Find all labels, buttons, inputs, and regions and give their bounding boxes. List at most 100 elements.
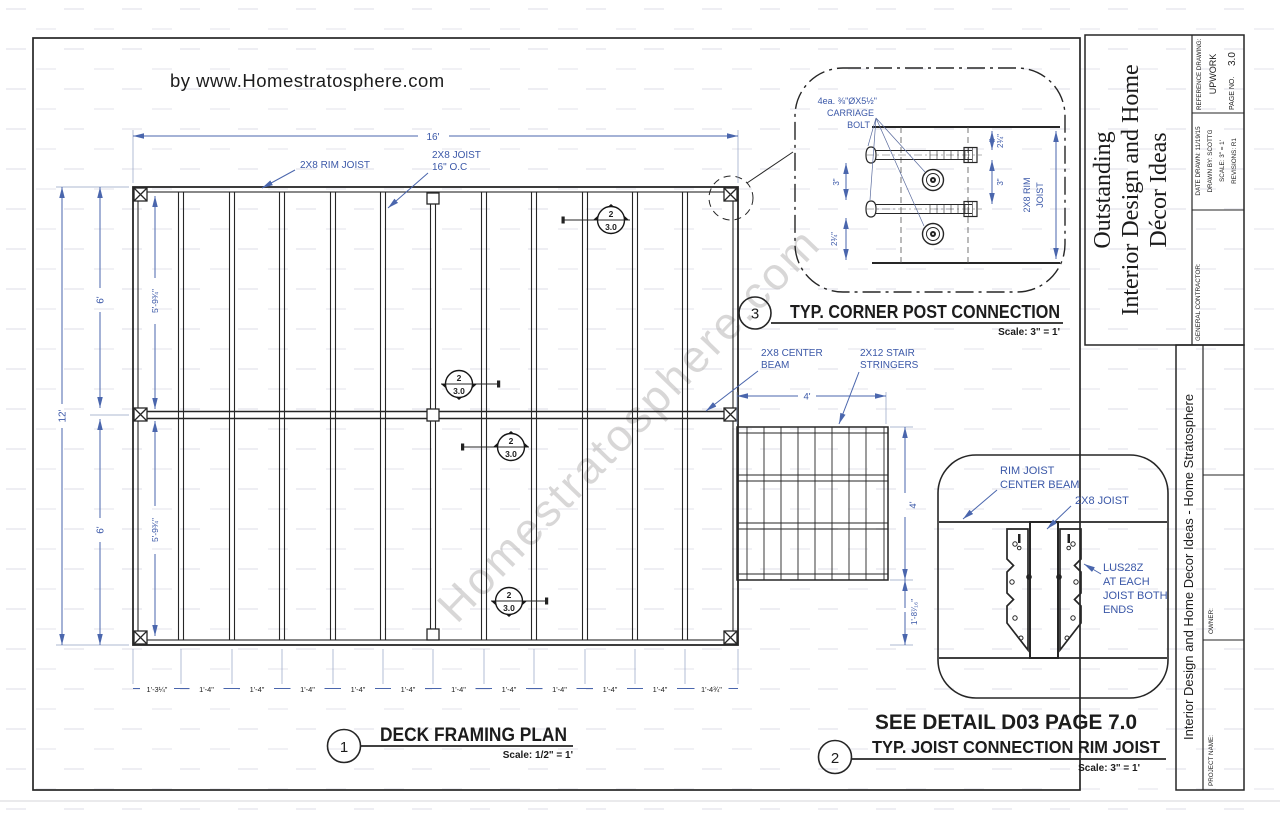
rim-joist-label: 2X8 RIM JOIST (300, 160, 370, 171)
plan-labels: 2X8 RIM JOIST 2X8 JOIST 16" O.C 2X8 CENT… (261, 150, 919, 425)
callout-num: 2 (609, 209, 614, 219)
dim-bay-12: 1'-4¾" (701, 685, 722, 694)
joist-label-line2: 16" O.C (432, 162, 467, 173)
callout-page: 3.0 (505, 449, 517, 459)
plan-title: DECK FRAMING PLAN (380, 724, 567, 746)
drawn-by: DRAWN BY: SCOTTG (1207, 129, 1214, 192)
plan-scale: Scale: 1/2" = 1' (503, 750, 573, 761)
detail2-scale: Scale: 3" = 1' (1078, 763, 1140, 774)
callout-num: 2 (457, 373, 462, 383)
carriage-bolt-bottom (865, 200, 982, 218)
dim-bay-2: 1'-4" (199, 685, 214, 694)
dim-stair-depth: 4' (908, 501, 919, 508)
center-beam-label-line2: BEAM (761, 360, 789, 371)
detail2-rim-label-line2: CENTER BEAM (1000, 479, 1079, 491)
callout-page: 3.0 (453, 386, 465, 396)
bottom-dimension-row: 1'-3¼" 1'-4" 1'-4" 1'-4" 1'-4" 1'-4" 1'-… (140, 685, 729, 695)
plan-title-row: 1 DECK FRAMING PLAN Scale: 1/2" = 1' (326, 724, 573, 764)
hanger-label-line2: AT EACH (1103, 576, 1150, 588)
post-top-right (723, 187, 738, 202)
reference-drawing-label: REFERENCE DRAWING: (1196, 38, 1203, 110)
date-drawn: DATE DRAWN: 11/19/15 (1195, 126, 1202, 196)
hanger-label-line3: JOIST BOTH (1103, 590, 1168, 602)
post-bottom-left (133, 630, 148, 645)
detail-joist-connection: RIM JOIST CENTER BEAM 2X8 JOIST LUS28Z A… (817, 454, 1169, 775)
titleblock-title-line3: Décor Ideas (1146, 132, 1172, 247)
dim-half-top: 6' (96, 296, 107, 304)
detail3-dim-3in-left: 3" (832, 178, 841, 185)
dim-bay-8: 1'-4" (502, 685, 517, 694)
see-detail-note: SEE DETAIL D03 PAGE 7.0 (875, 711, 1137, 734)
side-strip-title: Interior Design and Home Decor Ideas - H… (1181, 394, 1196, 740)
credit-text: by www.Homestratosphere.com (170, 70, 445, 91)
general-contractor-label: GENERAL CONTRACTOR: (1195, 263, 1202, 341)
detail3-rim-label-line1: 2X8 RIM (1022, 177, 1032, 212)
callout-page: 3.0 (503, 603, 515, 613)
dim-height: 12' (58, 409, 69, 422)
carriage-bolt-top (865, 146, 982, 164)
hanger-label-line1: LUS28Z (1103, 562, 1144, 574)
dim-bay-9: 1'-4" (552, 685, 567, 694)
dim-bay-3: 1'-4" (250, 685, 265, 694)
joist-label-line1: 2X8 JOIST (432, 150, 481, 161)
dim-span-bottom: 5'-9¾" (150, 518, 160, 542)
callout-marker-lower-mid: 2 3.0 (461, 431, 529, 462)
owner-label: OWNER: (1208, 608, 1215, 634)
post-top-left (133, 187, 148, 202)
deck-framing-plan (132, 151, 889, 646)
sheet-borders (0, 34, 1280, 802)
detail2-number: 2 (831, 750, 839, 767)
reference-drawing-value: UPWORK (1208, 54, 1218, 95)
callout-marker-top: 2 3.0 (561, 204, 630, 235)
joists (177, 192, 689, 640)
callout-marker-upper-mid: 2 3.0 (441, 369, 501, 400)
dim-stair-offset: 1'-8⁷⁄₁₆" (910, 599, 919, 625)
titleblock-scale: SCALE: 3" = 1' (1219, 140, 1226, 182)
stair-stringers-label-line1: 2X12 STAIR (860, 348, 915, 359)
dim-bay-5: 1'-4" (351, 685, 366, 694)
post-mid-right (723, 407, 738, 422)
detail-callout-markers: 2 3.0 2 3.0 2 3.0 2 3.0 (441, 204, 630, 617)
page-no-value: 3.0 (1227, 52, 1238, 66)
detail2-rim-label-line1: RIM JOIST (1000, 465, 1055, 477)
titleblock-title-line2: Interior Design and Home (1118, 64, 1144, 315)
joist-hanger-left (1006, 528, 1029, 653)
dim-half-bottom: 6' (96, 526, 107, 534)
dim-bay-4: 1'-4" (300, 685, 315, 694)
carriage-bolt-label-line2: CARRIAGE (827, 108, 874, 118)
carriage-bolt-label-line3: BOLT (847, 120, 870, 130)
dim-bay-7: 1'-4" (451, 685, 466, 694)
joist-hanger-right (1059, 528, 1082, 653)
detail3-dim-234-left: 2¾" (830, 232, 839, 246)
page-no-label: PAGE NO. (1229, 77, 1236, 110)
dim-bay-1: 1'-3¼" (147, 685, 168, 694)
post-bottom-right (723, 630, 738, 645)
blocking-mid (426, 408, 440, 422)
callout-num: 2 (509, 436, 514, 446)
detail2-title: TYP. JOIST CONNECTION RIM JOIST (872, 737, 1160, 757)
detail3-dim-234-right: 2¾" (996, 134, 1005, 148)
dim-bay-6: 1'-4" (401, 685, 416, 694)
dim-bay-11: 1'-4" (653, 685, 668, 694)
detail3-scale: Scale: 3" = 1' (998, 327, 1060, 338)
plan-dimensions: 16' 12' 6' 6' 5'-9¾" 5'-9¾" 4' 4' 1'-8⁷⁄… (56, 130, 919, 695)
detail3-title: TYP. CORNER POST CONNECTION (790, 301, 1060, 322)
bolt-washer-top (921, 168, 945, 192)
revisions: REVISIONS: R1 (1231, 138, 1238, 184)
callout-page: 3.0 (605, 222, 617, 232)
stair-stringers-label-line2: STRINGERS (860, 360, 919, 371)
corner-detail-circle (708, 175, 754, 221)
dim-bay-10: 1'-4" (603, 685, 618, 694)
bolt-washer-bottom (921, 222, 945, 246)
post-mid-left (133, 407, 148, 422)
posts (133, 187, 738, 645)
plan-number: 1 (340, 739, 348, 756)
detail3-number: 3 (751, 306, 759, 323)
detail3-dim-3in-right: 3" (996, 178, 1005, 185)
project-name-label: PROJECT NAME: (1208, 735, 1215, 786)
hanger-label-line4: ENDS (1103, 604, 1134, 616)
stair-framing (736, 426, 889, 581)
blocking-bottom (426, 628, 440, 641)
